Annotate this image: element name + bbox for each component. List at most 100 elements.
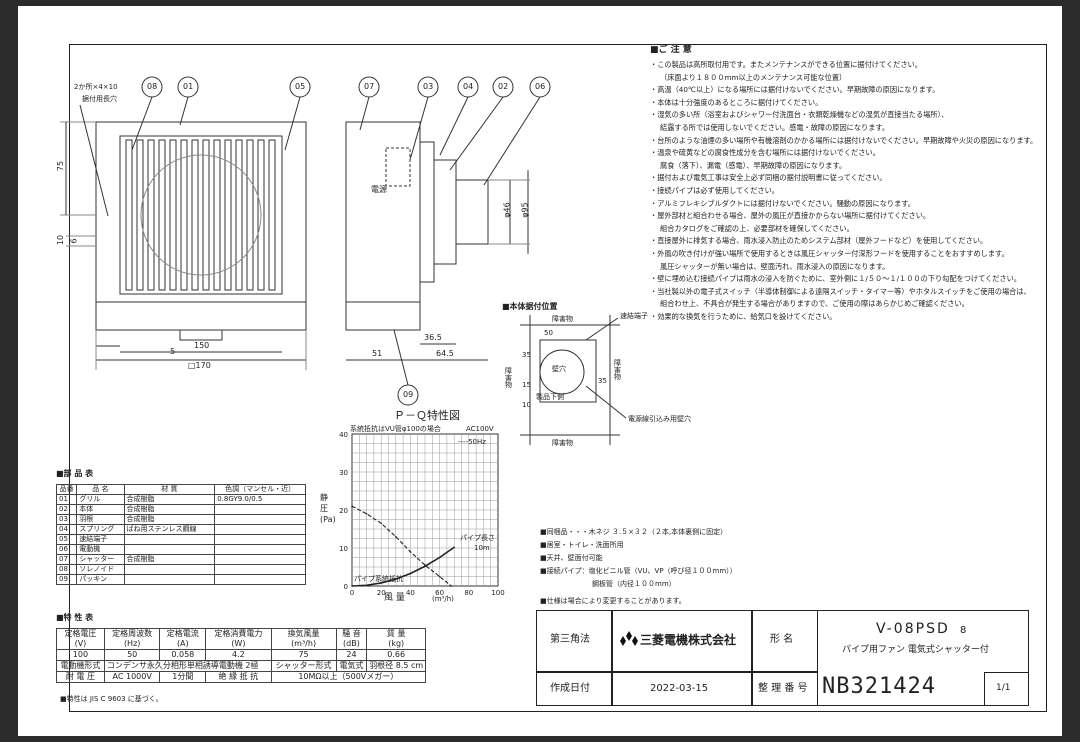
pq-title: Ｐ－Ｑ特性図 (394, 409, 460, 422)
specs-title: ■特 性 表 (56, 613, 94, 622)
parts-cell: 本体 (76, 504, 125, 515)
caution-item: 腐食（落下）、漏電（感電）、早期故障の原因になります。 (660, 160, 847, 170)
motor-label: 電動機形式 (56, 660, 105, 672)
model-desc: パイプ用ファン 電気式シャッター付 (842, 645, 989, 655)
parts-cell: 電動機 (76, 544, 125, 555)
parts-title: ■部 品 表 (56, 469, 94, 478)
parts-cell: ソレノイド (76, 564, 125, 575)
grille-bar (235, 139, 243, 291)
specs-insulation-row: 耐 電 圧 AC 1000V 1分間 絶 縁 抵 抗 10MΩ以上（500Vメガ… (56, 671, 427, 683)
obstacle-left: 障害物 (505, 367, 512, 389)
parts-cell: 08 (55, 564, 78, 575)
spec-value-cell: 75 (270, 649, 337, 661)
date-label: 作成日付 (550, 683, 590, 694)
voltage-label: 耐 電 圧 (56, 671, 105, 683)
shutter-value: 電気式 (335, 660, 368, 672)
specs-table: 定格電圧(V)定格周波数(Hz)定格電流(A)定格消費電力(W)換気風量(m³/… (56, 628, 427, 683)
series-point (365, 513, 368, 515)
grille-bar (158, 139, 166, 291)
spec-header-name: 質 量 (386, 629, 406, 638)
balloon-07: 07 (364, 82, 375, 91)
obstacle-bottom: 障害物 (552, 439, 573, 447)
insul-value: 10MΩ以上（500Vメガー） (270, 671, 427, 683)
install-dim-35b: 35 (598, 377, 607, 385)
caution-item: ・外風の吹き付けが強い場所で使用するときは風圧シャッター付深形フードを使用するこ… (650, 249, 1009, 258)
accessory-3: ■天井、壁面付可能 (540, 554, 603, 562)
caution-title: ■ご 注 意 (650, 45, 692, 55)
y-tick-label: 0 (344, 583, 348, 591)
hole-note-2: 据付用長穴 (82, 95, 117, 103)
series-point (395, 535, 397, 538)
spec-value-cell: 50 (103, 649, 161, 661)
balloon-01: 01 (183, 82, 194, 91)
grille-bar (213, 139, 221, 291)
mitsubishi-logo-icon (620, 631, 638, 647)
caution-item: 組合カタログをご確認の上、必要部材を確保してください。 (660, 223, 854, 233)
projection-label: 第三角法 (550, 634, 590, 645)
install-dim-15: 15 (522, 381, 531, 389)
parts-cell: スプリング (76, 524, 125, 535)
blade-label: 羽根径 (369, 661, 394, 670)
series-point (351, 585, 353, 587)
parts-header-cell: 材 質 (123, 484, 216, 495)
pq-xunit: (m³/h) (432, 595, 454, 603)
balloon-05: 05 (295, 82, 306, 91)
caution-item: 風圧シャッターが無い場合は、壁面汚れ、雨水浸入の原因になります。 (660, 261, 890, 271)
parts-cell: 合成樹脂 (123, 494, 216, 505)
caution-item: ・この製品は高所取付用です。またメンテナンスができる位置に据付けてください。 (650, 60, 922, 69)
bottom-label: 製品下側 (536, 393, 564, 401)
accessory-6: ■仕様は場合により変更することがあります。 (540, 597, 686, 605)
voltage-value: AC 1000V (103, 671, 161, 683)
caution-item: ・壁に埋め込む接続パイプは雨水の浸入を防ぐために、室外側に１/５０～１/１００の… (650, 274, 1021, 284)
parts-cell (123, 564, 216, 575)
page-number: 1/1 (996, 683, 1011, 693)
pq-xlabel: 風 量 (384, 593, 405, 603)
series-line-0 (351, 505, 452, 587)
x-tick-label: 40 (406, 589, 415, 597)
spec-header-name: 換気風量 (287, 629, 320, 638)
balloon-08: 08 (147, 82, 158, 91)
caution-item: ・湿気の多い所（浴室およびシャワー付洗面台・衣類乾燥機などの湿気が直接当たる場所… (650, 110, 949, 120)
dim-phi95: φ95 (520, 202, 530, 218)
caution-item: ・高温（40℃以上）になる場所には据付けないでください。早期故障の原因になります… (650, 85, 940, 95)
spec-value-cell: 100 (56, 649, 105, 661)
power-label: 電源 (371, 185, 387, 194)
ref-label: 整 理 番 号 (758, 683, 808, 694)
front-view-grille (119, 135, 283, 295)
balloon-02: 02 (498, 82, 509, 91)
parts-cell (214, 524, 306, 535)
install-dim-10: 10 (522, 401, 531, 409)
series-point (380, 582, 383, 584)
spec-header-unit: (V) (74, 639, 87, 648)
parts-cell: 合成樹脂 (123, 514, 216, 525)
obstacle-right: 障害物 (614, 359, 621, 381)
obstacle-top: 障害物 (552, 315, 573, 323)
grille-bar (202, 139, 210, 291)
spec-header-name: 定格電流 (166, 629, 199, 638)
accessory-1: ■同梱品・・・木ネジ ３.５×３２（２本,本体裏側に固定） (540, 528, 728, 536)
dim-75: 75 (56, 160, 66, 172)
specs-motor-row: 電動機形式 コンデンサ永久分相形単相誘導電動機 2極 シャッター形式 電気式 羽… (56, 660, 426, 672)
cable-hole-label: 電源線引込み用壁穴 (628, 415, 691, 423)
caution-item: （床面より１８００mm以上のメンテナンス可能な位置） (660, 72, 847, 82)
grille-bar (257, 139, 265, 291)
pq-ylabel: 静 圧 (Pa) (320, 493, 336, 524)
pq-legend: ----50Hz (458, 438, 486, 446)
parts-cell: 06 (55, 544, 78, 555)
spec-header-unit: (W) (231, 639, 246, 648)
caution-item: 結露する所では使用しないでください。感電・故障の原因になります。 (660, 123, 890, 132)
x-tick-label: 80 (464, 589, 473, 597)
blade-value: 8.5 cm (395, 661, 424, 670)
series-point (409, 551, 412, 553)
accessory-5: 鋼板管（内径１００mm） (592, 580, 676, 588)
parts-cell (214, 534, 306, 545)
caution-item: ・直接屋外に排気する場合、雨水浸入防止のためシステム部材（屋外フードなど）を使用… (650, 236, 988, 246)
spec-header-unit: (Hz) (123, 639, 141, 648)
